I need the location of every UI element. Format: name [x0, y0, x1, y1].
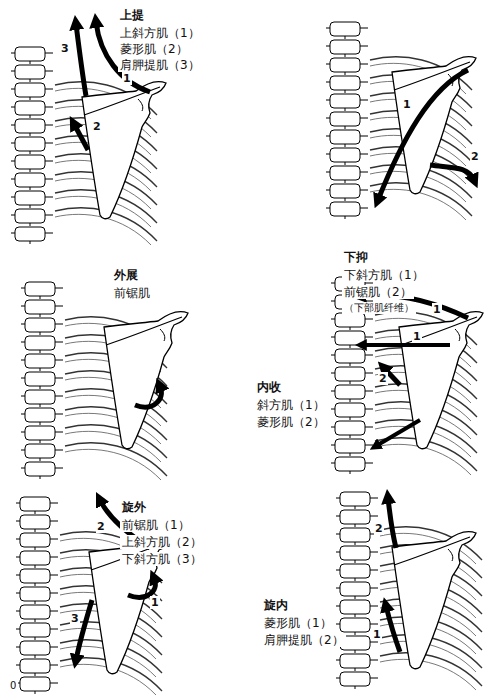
muscle-label: 下斜方肌（1）: [342, 268, 426, 282]
callout-number: 1: [402, 98, 412, 111]
callout-number: 1: [372, 628, 382, 641]
muscle-label: 上斜方肌（1）: [118, 26, 202, 40]
movement-title: 上提: [118, 8, 146, 22]
page-mark: 0: [8, 680, 18, 692]
callout-number: 3: [60, 42, 70, 55]
muscle-label: 前锯肌: [112, 286, 152, 300]
muscle-label: 菱形肌（2）: [118, 42, 190, 56]
movement-title: 外展: [112, 268, 140, 282]
callout-number: 2: [92, 120, 102, 133]
muscle-label: 肩胛提肌（3）: [118, 58, 202, 72]
muscle-label: 下斜方肌（3）: [120, 552, 204, 566]
muscle-label: 肩胛提肌（2）: [262, 633, 346, 647]
movement-title: 旋外: [120, 500, 148, 514]
movement-title: 下抑: [342, 250, 370, 264]
muscle-label: 前锯肌（1）: [120, 518, 192, 532]
muscle-label: 斜方肌（1）: [255, 398, 327, 412]
callout-number: 2: [96, 520, 106, 533]
muscle-note: （下部肌纤维）: [342, 302, 416, 314]
callout-number: 2: [378, 372, 388, 385]
callout-number: 2: [374, 522, 384, 535]
callout-number: 1: [432, 303, 442, 316]
movement-title: 旋内: [262, 598, 290, 612]
callout-number: 1: [412, 330, 422, 343]
muscle-label: 上斜方肌（2）: [120, 535, 204, 549]
muscle-label: 菱形肌（1）: [262, 616, 334, 630]
callout-number: 1: [122, 72, 132, 85]
callout-number: 2: [470, 150, 480, 163]
muscle-label: 菱形肌（2）: [255, 415, 327, 429]
movement-title: 内收: [255, 380, 283, 394]
callout-number: 1: [150, 596, 160, 609]
muscle-label: 前锯肌（2）: [342, 285, 414, 299]
callout-number: 3: [70, 612, 80, 625]
